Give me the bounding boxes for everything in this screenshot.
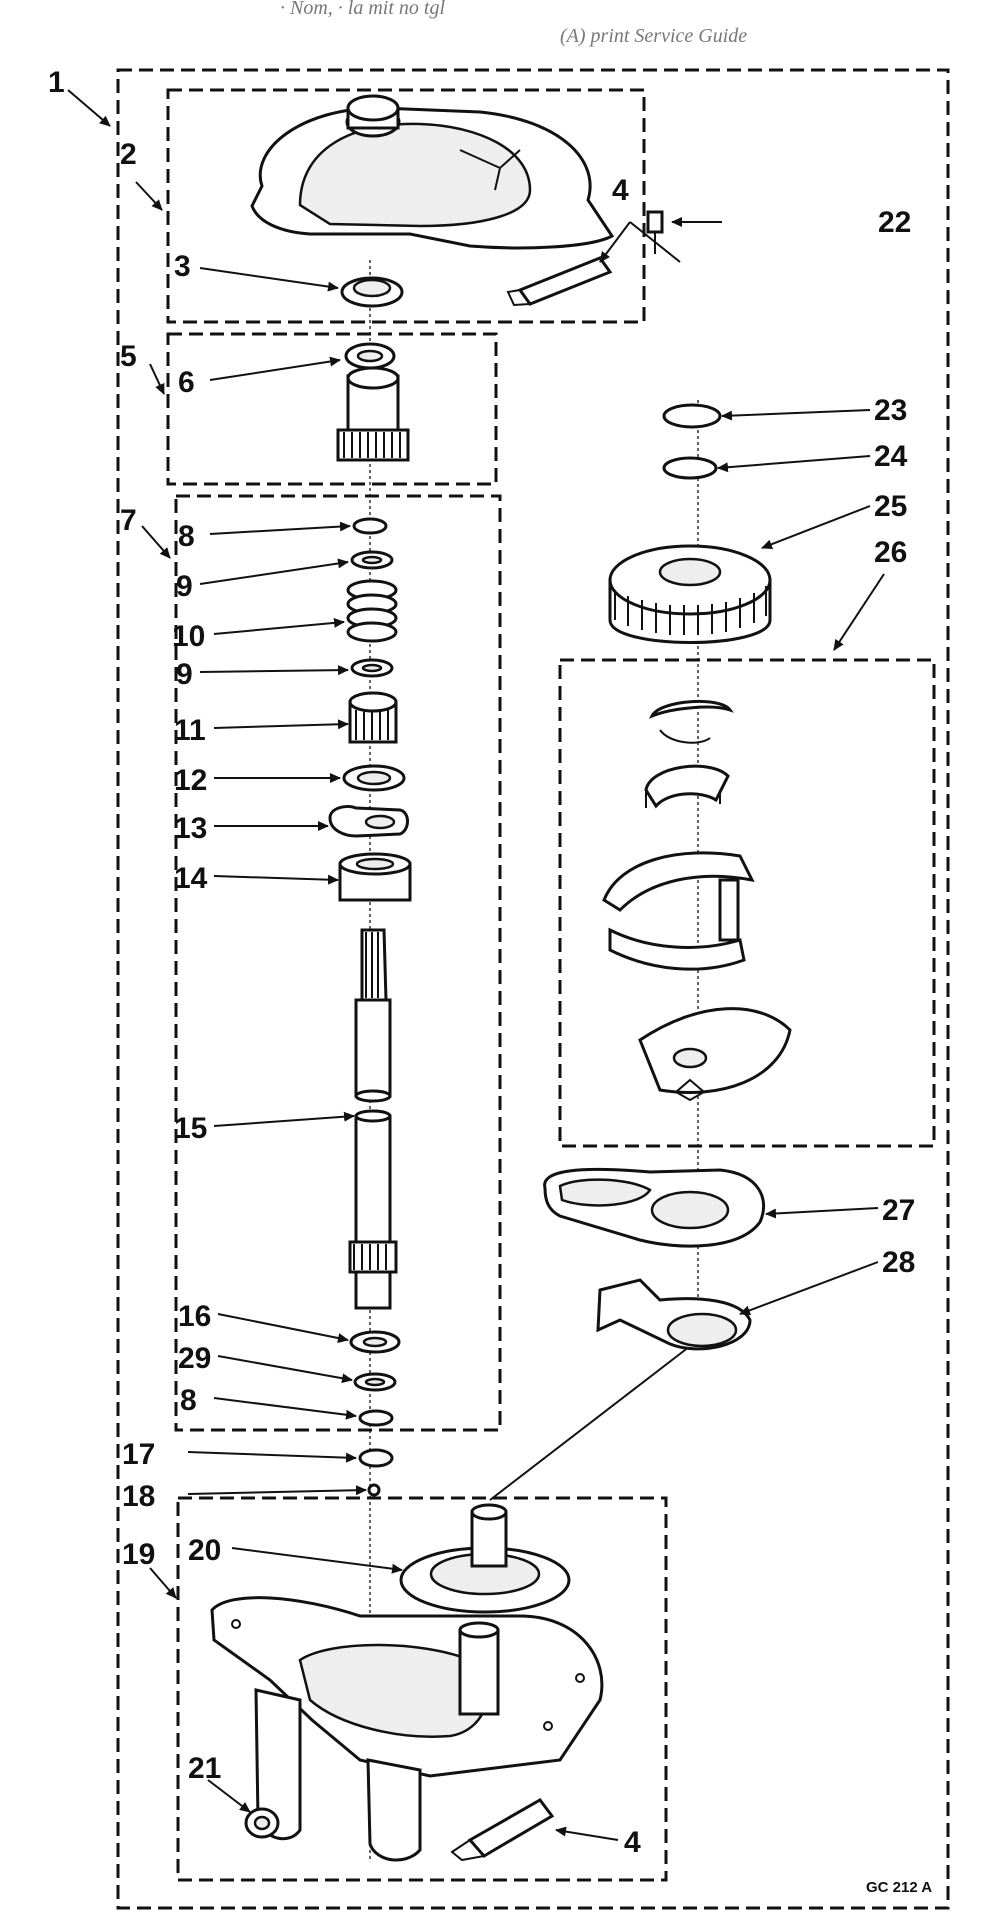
callout-18: 18 — [122, 1480, 155, 1513]
callout-24: 24 — [874, 440, 908, 473]
callout-8-top: 8 — [178, 520, 195, 553]
shift-plate — [638, 1007, 792, 1102]
spring-10 — [346, 579, 398, 643]
figure-code: GC 212 A — [866, 1879, 932, 1896]
callout-10: 10 — [172, 620, 205, 653]
callout-27: 27 — [882, 1194, 915, 1227]
callout-9-bottom: 9 — [176, 658, 193, 691]
washer-12 — [342, 764, 406, 792]
shift-part-ring — [648, 699, 734, 744]
header-smudge-1: · Nom, · la mit no tgl — [280, 0, 445, 19]
seal-3 — [340, 276, 404, 308]
callout-23: 23 — [874, 394, 907, 427]
callout-28: 28 — [882, 1246, 915, 1279]
callout-5: 5 — [120, 340, 137, 373]
callout-25: 25 — [874, 490, 907, 523]
ring-24 — [662, 456, 718, 480]
ring-23 — [662, 403, 722, 429]
callout-12: 12 — [174, 764, 207, 797]
cover-group-box — [166, 88, 646, 324]
retaining-ring-8-top — [352, 517, 388, 535]
callout-7: 7 — [120, 504, 137, 537]
screw-22 — [646, 210, 664, 254]
callout-8-bottom: 8 — [180, 1384, 197, 1417]
callout-19: 19 — [122, 1538, 155, 1571]
callout-6: 6 — [178, 366, 195, 399]
ball-18 — [367, 1483, 381, 1497]
shaft-group-box — [174, 494, 502, 1432]
callout-9-top: 9 — [176, 570, 193, 603]
tube-of-grease-bottom — [450, 1798, 555, 1862]
callout-3: 3 — [174, 250, 191, 283]
shift-lever-27 — [543, 1167, 766, 1248]
retaining-ring-8-bottom — [358, 1409, 394, 1427]
pinion-assembly — [336, 342, 410, 462]
washer-17 — [358, 1448, 394, 1468]
clutch-11 — [348, 691, 398, 744]
drive-gear-20 — [399, 1503, 571, 1614]
callout-29: 29 — [178, 1342, 211, 1375]
shift-fork — [602, 851, 755, 971]
outer-assembly-box — [116, 68, 950, 1910]
bearing-14 — [338, 852, 412, 902]
callout-26: 26 — [874, 536, 907, 569]
tube-of-grease-top — [506, 256, 613, 307]
callout-4-top: 4 — [612, 174, 629, 207]
callout-11: 11 — [174, 714, 206, 747]
nut-21 — [244, 1807, 280, 1839]
gearcase-cover — [250, 94, 615, 250]
callout-1: 1 — [48, 66, 65, 99]
callout-14: 14 — [174, 862, 208, 895]
agitator-shaft-15 — [348, 928, 398, 1310]
shifter-13 — [328, 804, 409, 838]
callout-21: 21 — [188, 1752, 221, 1785]
gearcase-housing — [210, 1596, 604, 1862]
callout-17: 17 — [122, 1438, 155, 1471]
callout-13: 13 — [174, 812, 207, 845]
callout-20: 20 — [188, 1534, 221, 1567]
washer-9-top — [350, 550, 394, 570]
gear-to-case-leader — [489, 1339, 699, 1501]
callout-15: 15 — [174, 1112, 207, 1145]
drive-gear-25 — [608, 544, 772, 644]
washer-9-bottom — [350, 658, 394, 678]
shift-cam — [644, 764, 730, 809]
shift-group-box — [558, 658, 936, 1148]
callout-4-bottom: 4 — [624, 1826, 641, 1859]
callout-22: 22 — [878, 206, 911, 239]
thrust-washer-16 — [349, 1330, 401, 1354]
leader-lines — [67, 89, 885, 1841]
header-smudge-2: (A) print Service Guide — [560, 25, 747, 47]
callout-2: 2 — [120, 138, 137, 171]
callout-16: 16 — [178, 1300, 211, 1333]
callout-labels: 1 2 3 4 5 6 7 8 9 10 9 11 12 13 14 15 16… — [48, 66, 915, 1859]
case-group-box — [176, 1496, 668, 1882]
actuator-28 — [596, 1278, 752, 1351]
pinion-group-box — [166, 332, 498, 486]
washer-29 — [353, 1372, 397, 1392]
